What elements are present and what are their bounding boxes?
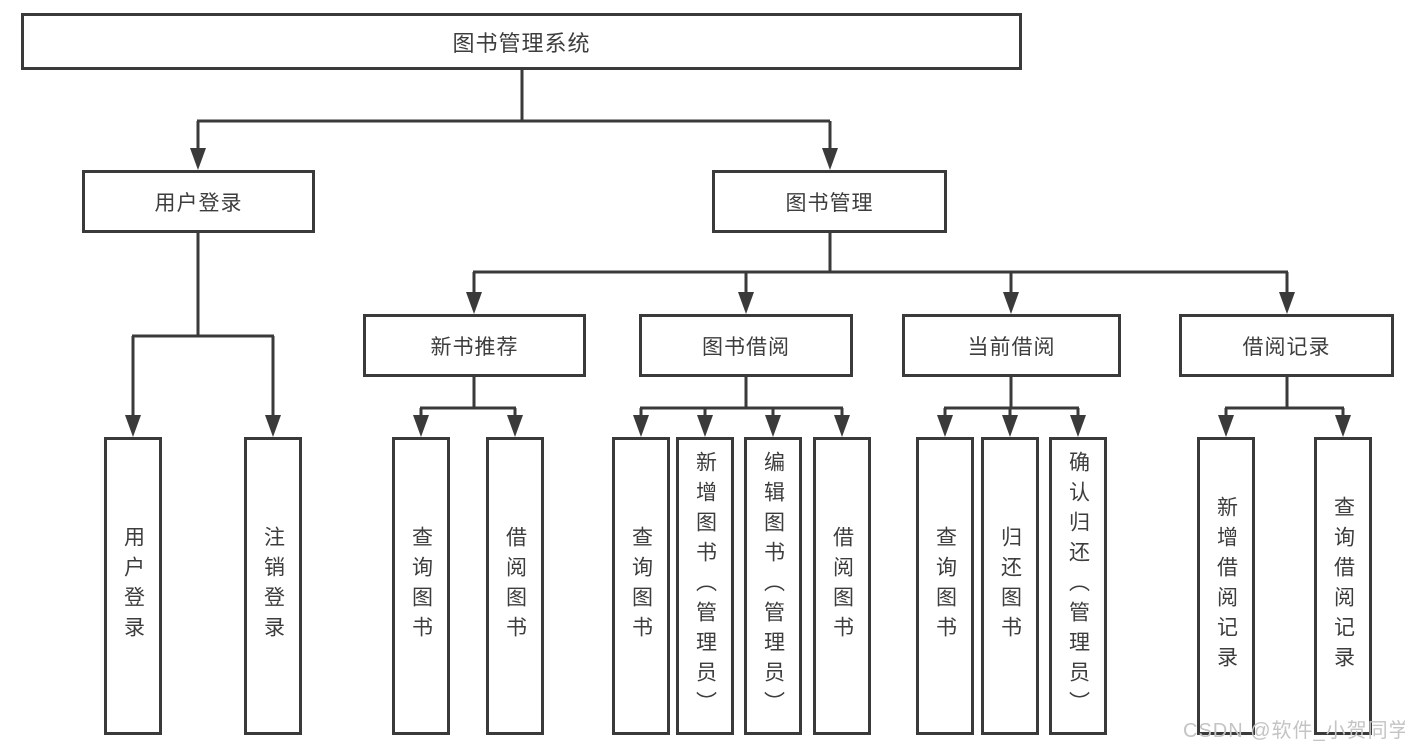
leaf-label: 借阅图书: [503, 526, 527, 646]
leaf-label: 查询图书: [409, 526, 433, 646]
node-label: 图书管理系统: [452, 30, 591, 56]
leaf-label: 确认归还（管理员）: [1066, 451, 1090, 721]
node-current-borrow: 当前借阅: [902, 314, 1121, 377]
leaf-query-borrow-record: 查询借阅记录: [1314, 437, 1372, 735]
leaf-label: 查询图书: [629, 526, 653, 646]
connector-current-borrow-to-leaves: [937, 377, 1086, 437]
node-label: 新书推荐: [430, 335, 519, 359]
leaf-borrow-books: 借阅图书: [813, 437, 871, 735]
leaf-logout: 注销登录: [244, 437, 302, 735]
csdn-watermark: CSDN @软件_小贺同学: [1183, 720, 1405, 742]
node-book-borrow: 图书借阅: [639, 314, 853, 377]
connector-user-login-to-leaves: [125, 233, 281, 437]
node-library-management-system: 图书管理系统: [21, 13, 1022, 70]
leaf-borrow-books-newbook: 借阅图书: [486, 437, 544, 735]
node-new-book-recommend: 新书推荐: [363, 314, 586, 377]
leaf-label: 查询借阅记录: [1331, 496, 1355, 676]
node-label: 图书借阅: [702, 335, 790, 359]
connector-borrow-record-to-leaves: [1218, 377, 1351, 437]
leaf-user-login: 用户登录: [104, 437, 162, 735]
leaf-query-books-newbook: 查询图书: [392, 437, 450, 735]
leaf-edit-books-admin: 编辑图书（管理员）: [744, 437, 802, 735]
leaf-add-books-admin: 新增图书（管理员）: [676, 437, 734, 735]
leaf-label: 新增图书（管理员）: [693, 451, 717, 721]
leaf-label: 注销登录: [261, 526, 285, 646]
leaf-label: 用户登录: [121, 526, 145, 646]
node-label: 图书管理: [785, 191, 874, 215]
leaf-label: 归还图书: [998, 526, 1022, 646]
connector-book-mgmt-to-level2: [466, 233, 1295, 314]
leaf-query-books-current: 查询图书: [916, 437, 974, 735]
leaf-label: 查询图书: [933, 526, 957, 646]
connector-book-borrow-to-leaves: [633, 377, 850, 437]
node-label: 当前借阅: [967, 335, 1056, 359]
leaf-confirm-return-admin: 确认归还（管理员）: [1049, 437, 1107, 735]
leaf-label: 新增借阅记录: [1214, 496, 1238, 676]
leaf-return-books: 归还图书: [981, 437, 1039, 735]
leaf-add-borrow-record: 新增借阅记录: [1197, 437, 1255, 735]
node-book-management: 图书管理: [712, 170, 947, 233]
node-user-login: 用户登录: [82, 170, 315, 233]
leaf-label: 借阅图书: [830, 526, 854, 646]
leaf-query-books-borrow: 查询图书: [612, 437, 670, 735]
connector-new-book-to-leaves: [413, 377, 523, 437]
node-label: 用户登录: [154, 191, 243, 215]
connector-root-to-level1: [190, 70, 838, 170]
leaf-label: 编辑图书（管理员）: [761, 451, 785, 721]
node-borrow-record: 借阅记录: [1179, 314, 1394, 377]
node-label: 借阅记录: [1242, 335, 1331, 359]
